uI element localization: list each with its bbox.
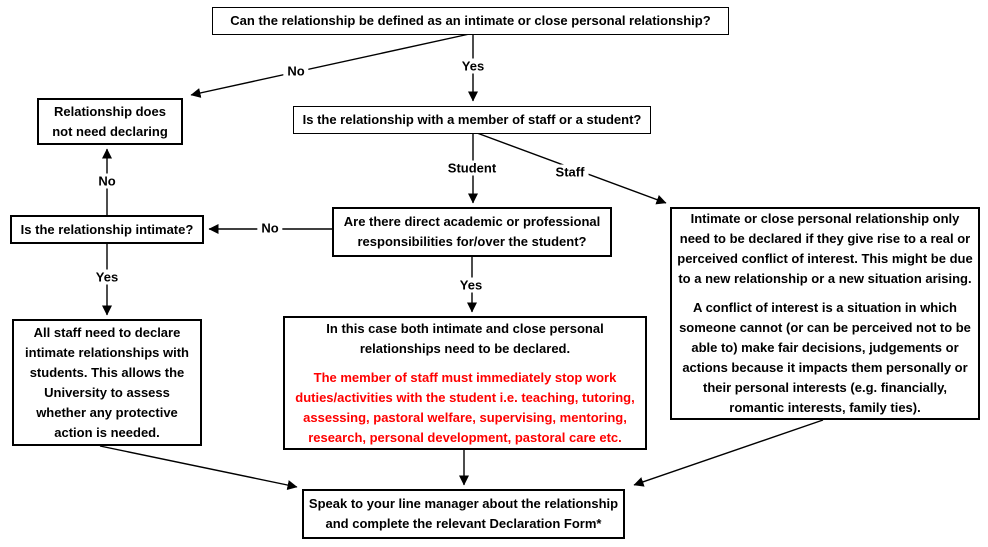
node-question-direct-responsibilities: Are there direct academic or professiona… (332, 207, 612, 257)
node-question-define-relationship: Can the relationship be defined as an in… (212, 7, 729, 35)
edge-no-to-not-declaring (190, 32, 475, 98)
edge-label-yes-mid: Yes (455, 277, 487, 293)
edge-all-staff-to-manager (99, 445, 298, 490)
staff-info-paragraph-1: Intimate or close personal relationship … (677, 211, 973, 286)
staff-info-paragraph-2: A conflict of interest is a situation in… (679, 300, 971, 415)
stop-duties-warning-text: The member of staff must immediately sto… (295, 369, 635, 445)
edge-label-no-up: No (94, 173, 120, 189)
node-question-staff-or-student: Is the relationship with a member of sta… (293, 106, 651, 134)
node-no-declaring-needed: Relationship does not need declaring (37, 98, 183, 145)
edge-label-student: Student (443, 160, 501, 176)
edge-label-staff: Staff (551, 164, 589, 180)
declare-both-text: In this case both intimate and close per… (326, 320, 604, 356)
node-staff-conflict-info: Intimate or close personal relationship … (670, 207, 980, 420)
node-question-is-intimate: Is the relationship intimate? (10, 215, 204, 244)
edge-info-to-manager (633, 419, 824, 487)
edge-label-no-across: No (257, 220, 283, 236)
node-all-staff-declare: All staff need to declare intimate relat… (12, 319, 202, 446)
node-speak-to-line-manager: Speak to your line manager about the rel… (302, 489, 625, 539)
edge-label-yes-top: Yes (457, 58, 489, 74)
edge-label-no-top: No (283, 63, 309, 79)
node-declare-both-warning: In this case both intimate and close per… (283, 316, 647, 450)
edge-label-yes-left: Yes (91, 269, 123, 285)
